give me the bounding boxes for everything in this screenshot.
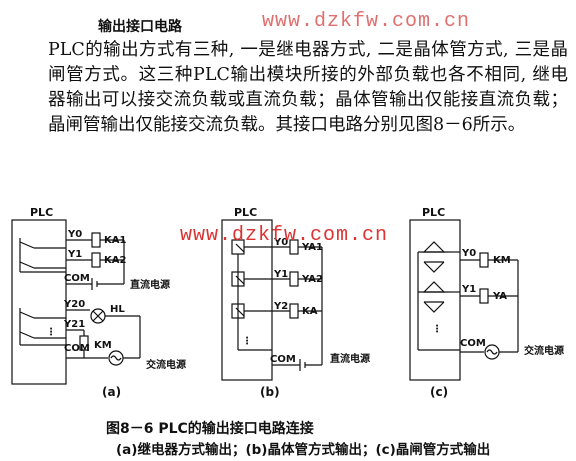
panel-a-y21-label: Y21 <box>63 319 85 330</box>
panel-b-plc-label: PLC <box>234 206 257 219</box>
panel-a-km-label: KM <box>94 340 112 351</box>
panel-c-plc-box <box>409 219 461 381</box>
panel-c-triacs <box>417 241 460 351</box>
circuit-figure: PLC Y0 Y1 COM Y20 Y21 COM ⋮ KA1 KA2 直流电源 <box>11 206 564 399</box>
figure-caption-subtitle: (a)继电器方式输出；(b)晶体管方式输出；(c)晶闸管方式输出 <box>116 442 491 458</box>
panel-a-label: (a) <box>102 385 121 399</box>
panel-a-dc-supply-label: 直流电源 <box>130 278 170 291</box>
panel-a-plc-box <box>11 219 67 385</box>
panel-b-dc-supply-label: 直流电源 <box>330 352 370 365</box>
panel-a-ac-supply-label: 交流电源 <box>146 358 186 371</box>
body-paragraph: PLC的输出方式有三种, 一是继电器方式, 二是晶体管方式, 三是晶闸管方式。这… <box>48 40 568 135</box>
panel-c-y1-label: Y1 <box>461 284 476 295</box>
panel-c-com-label: COM <box>460 338 486 349</box>
panel-c-thyristor: PLC ⋮ Y0 Y1 COM KM YA 交流电源 (c) <box>409 206 564 399</box>
panel-a-dots: ⋮ <box>46 327 56 338</box>
panel-b-label: (b) <box>260 385 280 399</box>
panel-a-relay: PLC Y0 Y1 COM Y20 Y21 COM ⋮ KA1 KA2 直流电源 <box>11 206 186 399</box>
panel-a-ka2-coil <box>91 252 101 268</box>
panel-a-hl-label: HL <box>110 304 125 315</box>
panel-c-plc-label: PLC <box>422 206 445 219</box>
panel-b-transistors <box>231 239 272 351</box>
panel-b-plc-box <box>221 219 273 381</box>
section-heading: 输出接口电路 <box>98 19 182 35</box>
panel-a-com1-label: COM <box>64 273 90 284</box>
panel-b-ya2-coil <box>289 271 299 287</box>
panel-b-y1-label: Y1 <box>273 269 288 280</box>
panel-a-y1-label: Y1 <box>67 249 82 260</box>
panel-a-ka1-coil <box>91 232 101 248</box>
panel-a-y0-label: Y0 <box>67 229 82 240</box>
panel-b-transistor: PLC ⋮ Y0 Y1 Y2 COM YA1 YA2 KA 直流电源 <box>221 206 370 399</box>
panel-b-dots: ⋮ <box>242 336 252 347</box>
panel-a-y20-label: Y20 <box>63 299 85 310</box>
panel-b-y0-label: Y0 <box>273 237 288 248</box>
panel-c-y0-label: Y0 <box>461 248 476 259</box>
panel-c-label: (c) <box>430 385 448 399</box>
panel-c-dots: ⋮ <box>432 324 442 335</box>
panel-a-com2-label: COM <box>64 343 90 354</box>
panel-b-y2-label: Y2 <box>273 301 288 312</box>
panel-c-km-coil <box>479 252 489 268</box>
panel-c-ac-supply-label: 交流电源 <box>524 344 564 357</box>
panel-b-com-label: COM <box>270 354 296 365</box>
watermark-top: www.dzkfw.com.cn <box>262 10 471 33</box>
panel-c-ya-coil <box>479 288 489 304</box>
panel-a-plc-label: PLC <box>30 206 53 219</box>
figure-caption-title: 图8－6 PLC的输出接口电路连接 <box>106 421 314 437</box>
watermark-mid: www.dzkfw.com.cn <box>180 224 389 247</box>
panel-b-ka-coil <box>289 303 299 319</box>
